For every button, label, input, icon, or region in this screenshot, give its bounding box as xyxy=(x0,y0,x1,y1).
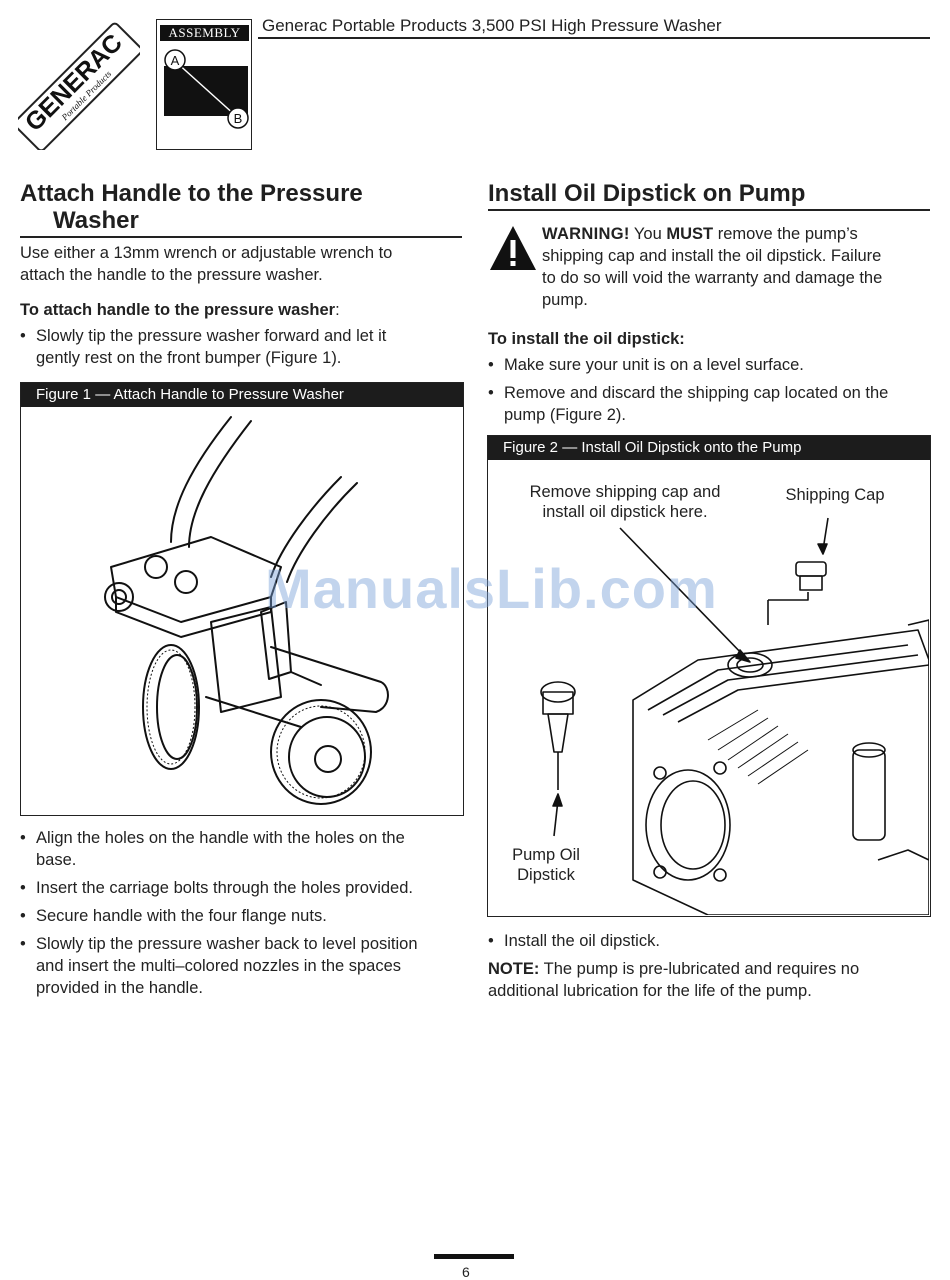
list-item: Remove and discard the shipping cap loca… xyxy=(488,382,932,426)
warning-icon xyxy=(488,224,538,272)
left-section: Attach Handle to the Pressure Washer Use… xyxy=(20,180,462,375)
section-heading-handle: Attach Handle to the Pressure Washer xyxy=(20,180,363,234)
right-steps-before: Make sure your unit is on a level surfac… xyxy=(488,354,932,432)
list-item: Make sure your unit is on a level surfac… xyxy=(488,354,932,376)
figure-1-caption: Figure 1 — Attach Handle to Pressure Was… xyxy=(21,383,463,407)
figure-1: Figure 1 — Attach Handle to Pressure Was… xyxy=(20,382,464,816)
figure-2: Figure 2 — Install Oil Dipstick onto the… xyxy=(487,435,931,917)
generac-logo: GENERAC Portable Products xyxy=(13,20,143,152)
list-item: Slowly tip the pressure washer back to l… xyxy=(20,933,462,999)
section-rule xyxy=(488,209,930,211)
assembly-badge xyxy=(156,19,252,150)
document-title: Generac Portable Products 3,500 PSI High… xyxy=(262,16,722,35)
left-steps-after: Align the holes on the handle with the h… xyxy=(20,827,462,1005)
point-a: A xyxy=(171,53,180,68)
assembly-icon: A B xyxy=(158,44,252,134)
assembly-label: ASSEMBLY xyxy=(160,25,249,41)
subheading-dipstick: To install the oil dipstick: xyxy=(488,330,685,348)
steps-list-before: Slowly tip the pressure washer forward a… xyxy=(20,325,462,369)
subheading-handle: To attach handle to the pressure washer: xyxy=(20,301,340,319)
header-rule xyxy=(258,37,930,39)
page-number: 6 xyxy=(462,1264,470,1280)
page-number-bar xyxy=(434,1254,514,1259)
callout-shipping-cap: Shipping Cap xyxy=(785,486,885,504)
list-item: Slowly tip the pressure washer forward a… xyxy=(20,325,462,369)
intro-text: Use either a 13mm wrench or adjustable w… xyxy=(20,244,393,284)
steps-list-after: Install the oil dipstick. xyxy=(488,930,932,952)
watermark: ManualsLib.com xyxy=(265,557,718,620)
steps-list-after: Align the holes on the handle with the h… xyxy=(20,827,462,999)
list-item: Install the oil dipstick. xyxy=(488,930,932,952)
list-item: Secure handle with the four flange nuts. xyxy=(20,905,462,927)
note-text: NOTE: The pump is pre-lubricated and req… xyxy=(488,960,860,1000)
list-item: Insert the carriage bolts through the ho… xyxy=(20,877,462,899)
right-section: Install Oil Dipstick on Pump xyxy=(488,180,930,211)
figure-2-caption: Figure 2 — Install Oil Dipstick onto the… xyxy=(488,436,930,460)
section-rule xyxy=(20,236,462,238)
point-b: B xyxy=(234,111,243,126)
handle-illustration xyxy=(104,416,389,805)
right-steps-after: Install the oil dipstick. NOTE: The pump… xyxy=(488,930,932,1002)
warning-text: WARNING! You MUST remove the pump’s ship… xyxy=(542,225,883,309)
pump-illustration xyxy=(540,517,929,915)
list-item: Align the holes on the handle with the h… xyxy=(20,827,462,871)
steps-list-before: Make sure your unit is on a level surfac… xyxy=(488,354,932,426)
section-heading-dipstick: Install Oil Dipstick on Pump xyxy=(488,180,806,207)
